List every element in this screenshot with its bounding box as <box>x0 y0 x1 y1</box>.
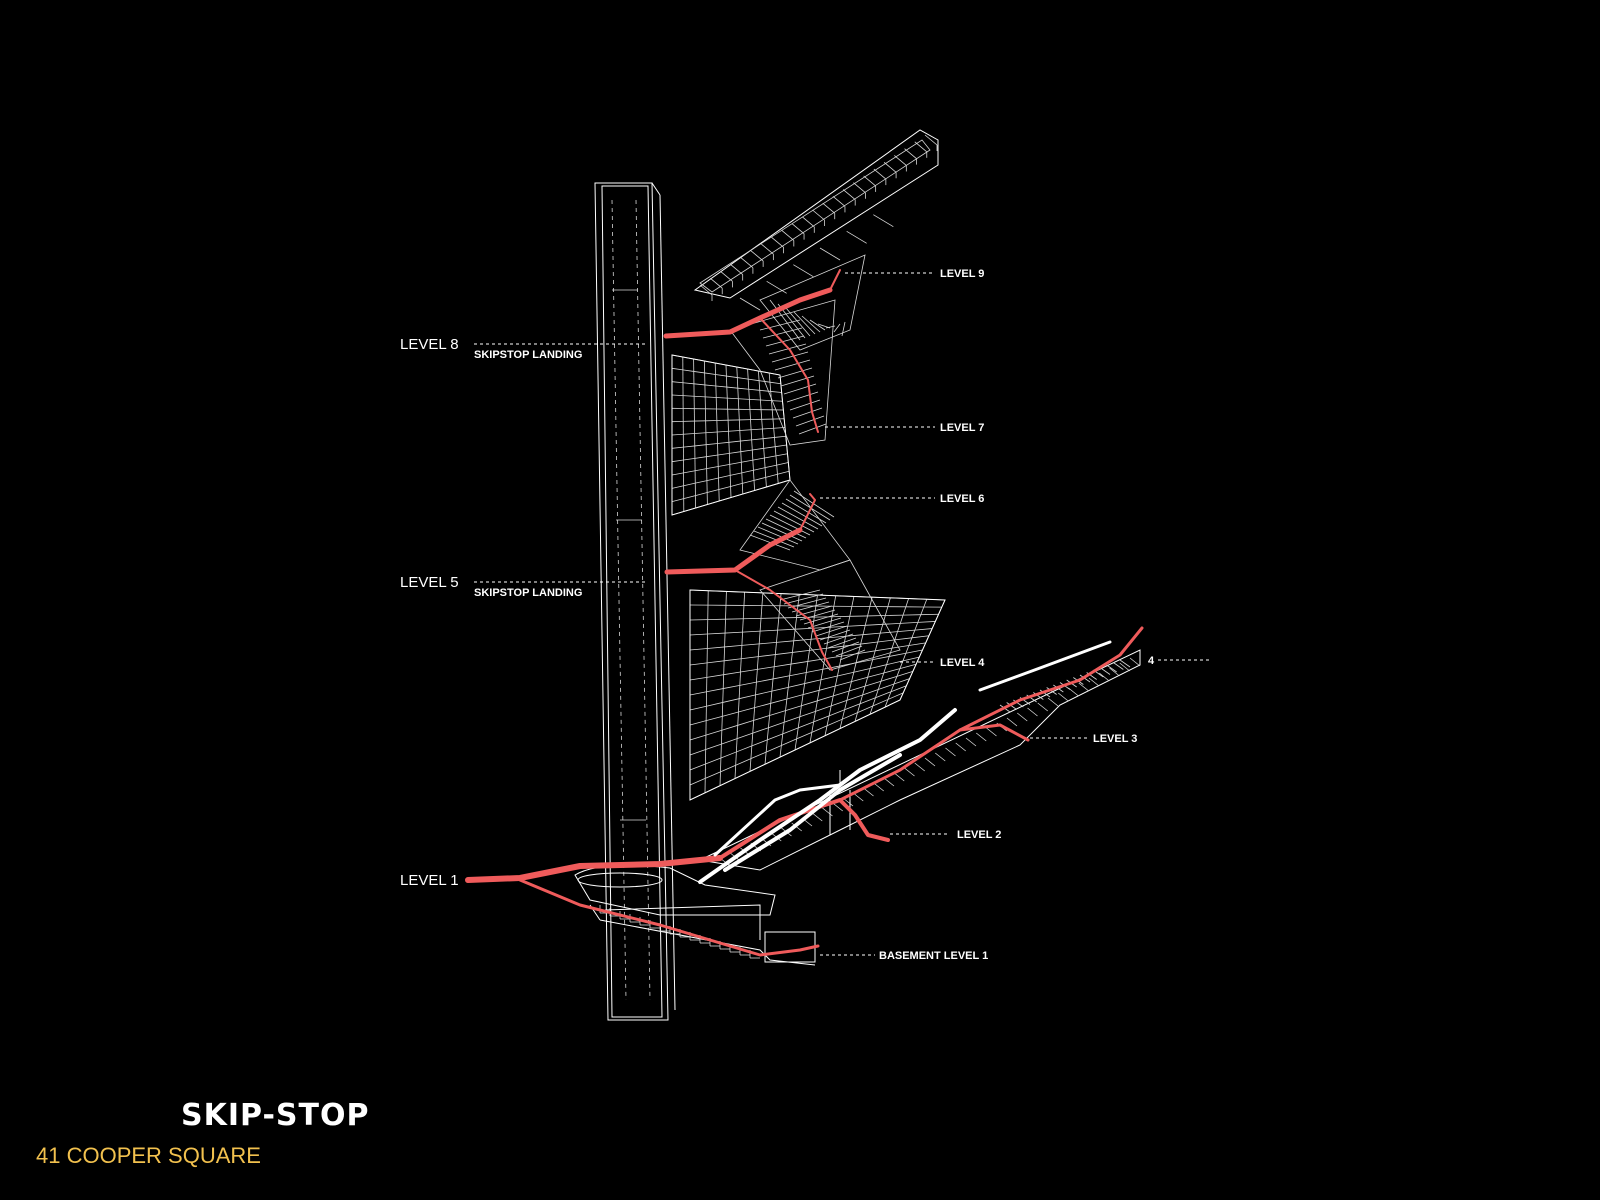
leader-lines <box>474 272 1212 956</box>
route-level6 <box>799 493 816 531</box>
basement-stair <box>589 904 816 966</box>
label-skipstop-landing-8: SKIPSTOP LANDING <box>474 349 582 361</box>
label-level7: LEVEL 7 <box>940 422 984 434</box>
route-to-level3 <box>838 723 1030 802</box>
route-basement <box>518 878 820 957</box>
route-level9 <box>829 269 841 291</box>
label-level6: LEVEL 6 <box>940 493 984 505</box>
diagram-title: SKIP-STOP <box>181 1098 370 1133</box>
roof-stair-structure <box>693 129 939 351</box>
label-level8: LEVEL 8 <box>400 336 459 353</box>
label-level4: LEVEL 4 <box>940 657 985 669</box>
label-level2: LEVEL 2 <box>957 829 1001 841</box>
level-labels: LEVEL 8 SKIPSTOP LANDING LEVEL 5 SKIPSTO… <box>400 268 1155 962</box>
route-level4 <box>734 569 833 671</box>
upper-lattice <box>671 299 851 571</box>
route-level8 <box>663 287 833 339</box>
label-level1: LEVEL 1 <box>400 872 459 889</box>
label-level5: LEVEL 5 <box>400 574 459 591</box>
diagram-subtitle: 41 COOPER SQUARE <box>36 1143 261 1168</box>
circulation-routes <box>465 269 1144 957</box>
label-level3: LEVEL 3 <box>1093 733 1137 745</box>
route-to-level4-stair <box>958 626 1144 732</box>
elevator-core <box>594 182 676 1021</box>
label-basement-level-1: BASEMENT LEVEL 1 <box>879 950 988 962</box>
label-level9: LEVEL 9 <box>940 268 984 280</box>
route-level7 <box>759 317 819 433</box>
route-level1 <box>465 855 723 883</box>
label-skipstop-landing-5: SKIPSTOP LANDING <box>474 587 582 599</box>
grand-stair <box>698 649 1141 871</box>
route-to-level2 <box>718 798 890 860</box>
lower-lattice <box>689 559 946 801</box>
route-level5 <box>664 527 803 575</box>
white-circulation-paths <box>698 640 1112 884</box>
label-stair-4: 4 <box>1148 655 1155 667</box>
